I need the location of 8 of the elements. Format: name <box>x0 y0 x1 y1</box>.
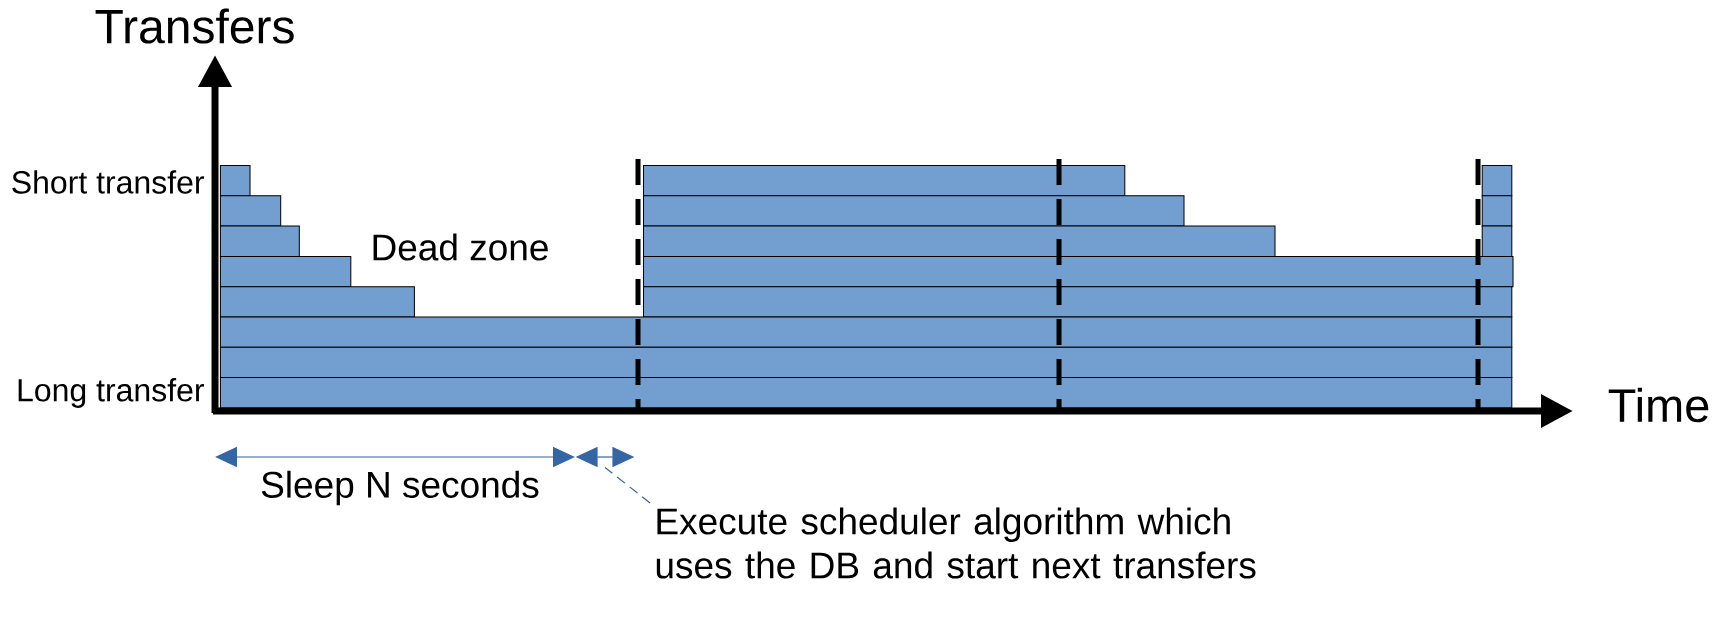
zone-label: Dead zone <box>373 233 548 261</box>
annotation-text: Execute scheduler algorithm which uses the DB and start next transfers <box>656 507 1256 579</box>
dimension-label: Sleep N seconds <box>261 470 539 506</box>
axis-label: Time <box>1608 387 1709 423</box>
leader-line <box>604 466 651 504</box>
row-label: Short transfer <box>12 170 205 194</box>
row-label: Long transfer <box>18 378 205 408</box>
axis-label: Transfers <box>95 8 294 44</box>
